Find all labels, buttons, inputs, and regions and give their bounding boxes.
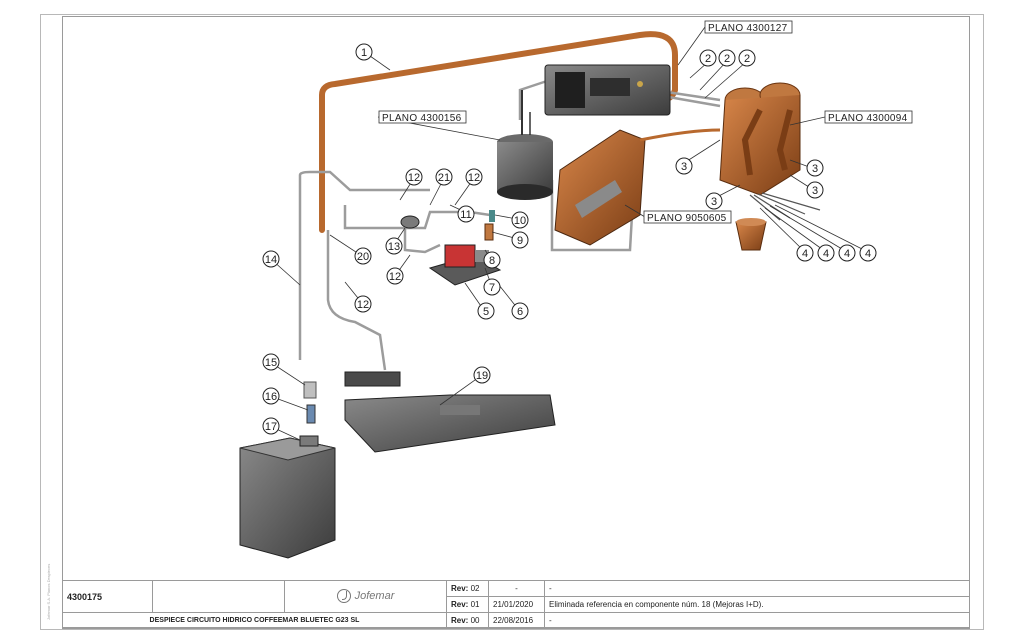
callout-3: 3 <box>705 192 723 210</box>
flowmeter <box>400 215 420 229</box>
callout-3: 3 <box>675 157 693 175</box>
rev-date: - <box>488 580 545 597</box>
title-block: 4300175 Jofemar Rev: 02 - - Rev: 01 21/0… <box>62 580 970 629</box>
company-logo: Jofemar <box>284 580 447 613</box>
callout-label: 3 <box>812 163 818 175</box>
callout-label: 17 <box>265 421 277 433</box>
exploded-diagram: PLANO 4300127 PLANO 4300156 PLANO 430009… <box>239 20 913 559</box>
callout-label: 10 <box>514 215 526 227</box>
callout-label: 2 <box>744 53 750 65</box>
callout-label: 3 <box>812 185 818 197</box>
mixing-bowls <box>719 82 821 221</box>
callout-2: 2 <box>718 49 736 67</box>
plano-9050605-label: PLANO 9050605 <box>643 210 732 224</box>
callout-label: 12 <box>468 172 480 184</box>
callout-label: 4 <box>823 248 829 260</box>
drawing-code: 4300175 <box>62 580 153 613</box>
callout-8: 8 <box>483 251 501 269</box>
callout-label: 14 <box>265 254 277 266</box>
callout-label: 12 <box>357 299 369 311</box>
rev-note: - <box>544 580 970 597</box>
callout-11: 11 <box>457 205 475 223</box>
brewer-assembly <box>554 128 721 246</box>
callout-20: 20 <box>354 247 372 265</box>
callout-2: 2 <box>699 49 717 67</box>
boiler <box>497 90 553 200</box>
callout-12: 12 <box>354 295 372 313</box>
callout-3: 3 <box>806 159 824 177</box>
callout-3: 3 <box>806 181 824 199</box>
callout-17: 17 <box>262 417 280 435</box>
callout-21: 21 <box>435 168 453 186</box>
callout-12: 12 <box>386 267 404 285</box>
callout-14: 14 <box>262 250 280 268</box>
svg-text:PLANO 4300094: PLANO 4300094 <box>828 113 908 124</box>
callout-label: 12 <box>408 172 420 184</box>
callout-12: 12 <box>465 168 483 186</box>
rev-label: Rev: 00 <box>446 612 489 629</box>
callout-15: 15 <box>262 353 280 371</box>
callout-7: 7 <box>483 278 501 296</box>
callout-label: 19 <box>476 370 488 382</box>
callout-9: 9 <box>511 231 529 249</box>
rev-date: 21/01/2020 <box>488 596 545 613</box>
callout-label: 6 <box>517 306 523 318</box>
callout-label: 13 <box>388 241 400 253</box>
callout-label: 4 <box>844 248 850 260</box>
callout-label: 3 <box>681 161 687 173</box>
callout-label: 9 <box>517 235 523 247</box>
callout-5: 5 <box>477 302 495 320</box>
callout-4: 4 <box>859 244 877 262</box>
plano-4300094-label: PLANO 4300094 <box>824 110 913 124</box>
callout-label: 3 <box>711 196 717 208</box>
callout-4: 4 <box>796 244 814 262</box>
grey-tubes <box>298 78 721 371</box>
filter-fittings <box>303 381 317 424</box>
callout-16: 16 <box>262 387 280 405</box>
callout-4: 4 <box>817 244 835 262</box>
plano-4300156-label: PLANO 4300156 <box>378 110 467 124</box>
callout-label: 1 <box>361 47 367 59</box>
callout-6: 6 <box>511 302 529 320</box>
callout-10: 10 <box>511 211 529 229</box>
callout-2: 2 <box>738 49 756 67</box>
callout-label: 15 <box>265 357 277 369</box>
callout-label: 20 <box>357 251 369 263</box>
callout-label: 21 <box>438 172 450 184</box>
callout-label: 2 <box>705 53 711 65</box>
rev-note: - <box>544 612 970 629</box>
callout-label: 8 <box>489 255 495 267</box>
callout-label: 11 <box>460 209 471 221</box>
waste-tray <box>344 371 556 453</box>
svg-text:PLANO 4300127: PLANO 4300127 <box>708 23 788 34</box>
callout-label: 16 <box>265 391 277 403</box>
callout-label: 7 <box>489 282 495 294</box>
rev-label: Rev: 01 <box>446 596 489 613</box>
plano-4300127-label: PLANO 4300127 <box>704 20 793 34</box>
logo-icon <box>336 588 351 603</box>
svg-text:PLANO 4300156: PLANO 4300156 <box>382 113 462 124</box>
rev-label: Rev: 02 <box>446 580 489 597</box>
rev-date: 22/08/2016 <box>488 612 545 629</box>
water-container <box>239 435 336 559</box>
callout-label: 12 <box>389 271 401 283</box>
callout-1: 1 <box>355 43 373 61</box>
rev-note: Eliminada referencia en componente núm. … <box>544 596 970 613</box>
logo-text: Jofemar <box>354 589 395 602</box>
control-board <box>544 64 671 116</box>
blank-cell <box>152 580 285 613</box>
callout-label: 4 <box>865 248 871 260</box>
callout-label: 2 <box>724 53 730 65</box>
callout-4: 4 <box>838 244 856 262</box>
callout-12: 12 <box>405 168 423 186</box>
drawing-description: DESPIECE CIRCUITO HIDRICO COFFEEMAR BLUE… <box>62 612 447 629</box>
svg-text:PLANO 9050605: PLANO 9050605 <box>647 213 727 224</box>
callout-19: 19 <box>473 366 491 384</box>
callout-13: 13 <box>385 237 403 255</box>
cup <box>735 218 767 251</box>
callout-label: 4 <box>802 248 808 260</box>
callout-label: 5 <box>483 306 489 318</box>
